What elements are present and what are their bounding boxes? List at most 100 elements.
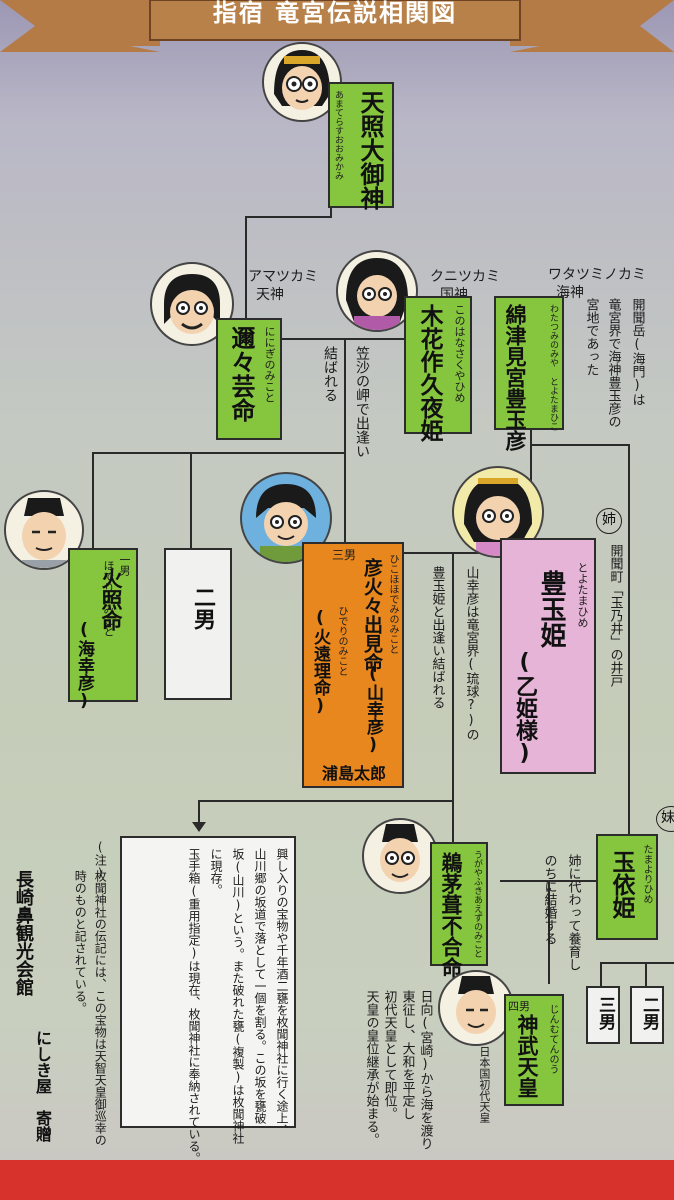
connector [92,452,346,454]
jinmu-reading: じんむてんのう [547,1004,558,1074]
tamayori-box: 玉依姫 たまよりひめ [596,834,658,940]
konohana-reading: このはなさくやひめ [453,304,466,403]
banner-ribbon [0,0,674,52]
hoderi-portrait [4,490,84,570]
footnote-line-2: 時のものと記されている。 [73,870,88,1014]
connector [245,216,247,336]
connector [530,444,630,446]
connector [548,880,550,984]
hohodemi-box: 三男 ひこほほでみのみこと 彦火々出見命 (山幸彦) ひでりのみこと (火遠理命… [302,542,404,788]
footnote-mark: (注) [93,840,108,880]
ugaya-second-son-box: 二男 [630,986,664,1044]
kasasa-label: 笠沙の岬で出逢い [354,346,370,458]
amaterasu-name: 天照大御神 [356,90,384,210]
kaimon-note-3: 宮地であった [583,298,599,376]
ugaya-box: 鵜茅葺不合命 うがやふきあえずのみこと [430,842,488,978]
ugaya-portrait [362,818,438,894]
konohana-box: 木花作久夜姫 このはなさくやひめ [404,296,472,442]
rear-note-2: のちに結婚する [541,854,557,945]
jinmu-caption: 日本国初代天皇 [477,1046,491,1123]
hohodemi-rank: 三男 [332,548,357,562]
jinmu-portrait [438,970,514,1046]
sister-badge: 姉 [596,508,622,534]
hoderi-reading: ほでりのみこと [102,560,115,637]
hohodemi-portrait [240,472,332,564]
jinmu-note-1: 日向(宮崎)から海を渡り [417,990,433,1150]
connector [198,800,454,802]
connector [344,452,346,542]
ugaya-reading: うがやふきあえずのみこと [472,850,482,958]
bottom-frame [0,1160,674,1200]
hoderi-box: 一男 ほでりのみこと 火照命 (海幸彦) [68,548,138,711]
page-title: 指宿 竜宮伝説相関図 [212,0,458,27]
hohodemi-name-2: (火遠理命) [310,608,330,716]
donor-shop: にしき屋 [33,1030,52,1094]
connector [600,962,674,964]
connector [600,962,602,988]
toyotama-meet-note: 豊玉姫と出逢い結ばれる [429,566,445,709]
donor-donated: 寄贈 [33,1110,52,1142]
rear-note-1: 姉に代わって養育し [565,854,581,971]
tamanoi-note: 開聞町「玉乃井」の井戸 [607,544,623,687]
ninigi-reading: ににぎのみこと [263,326,276,403]
kaimon-note-1: 開聞岳(海門)は [629,298,645,406]
watatsumi-deity-kana: ワタツミノカミ [548,267,646,283]
watatsumi-reading: わたつみのみや とよたまひこ [548,304,558,431]
amaterasu-box: 天照大御神 あまてらすおおみかみ [328,82,394,210]
jinmu-note-4: 天皇の皇位継承が始まる。 [363,990,379,1146]
donor-org: 長崎鼻観光会館 [13,870,34,996]
marriage-line [500,880,600,882]
connector [452,552,454,842]
konohana-name: 木花作久夜姫 [416,304,442,442]
hohodemi-alias: (山幸彦) [363,664,383,755]
connector [92,452,94,552]
tamayori-name: 玉依姫 [608,850,634,919]
jinmu-box: 四男 神武天皇 じんむてんのう [504,994,564,1106]
arrow-head [192,822,206,832]
watatsumi-box: 綿津見宮豊玉彦 わたつみのみや とよたまひこ [494,296,564,451]
second-son-name: 二男 [190,586,215,630]
hoderi-alias: (海幸彦) [74,620,94,711]
musubareru-label: 結ばれる [322,346,338,402]
ninigi-name: 邇々芸命 [227,326,255,422]
connector [628,444,630,834]
toyotama-alias: (乙姫様) [512,650,537,766]
toyotama-box: とよたまひめ 豊玉姫 (乙姫様) [500,538,596,774]
treasure-line-3: 坂(山川)という。また破れた甕(複製)は枚聞神社 [231,848,245,1144]
arrow-line [198,800,200,826]
title-banner: 指宿 竜宮伝説相関図 [0,0,674,56]
jinmu-rank: 四男 [508,1000,530,1013]
younger-sister-badge: 妹 [656,806,674,832]
watatsumi-name: 綿津見宮豊玉彦 [503,304,527,451]
treasure-line-4: に現存。 [209,848,223,896]
konohana-deity-kana: クニツカミ [430,269,500,285]
second-son-box: 二男 [164,548,232,700]
jinmu-note-3: 初代天皇として即位。 [381,990,397,1120]
jinmu-name: 神武天皇 [515,1014,539,1098]
ninigi-box: 邇々芸命 ににぎのみこと [216,318,282,440]
ninigi-deity-kana: アマツカミ [248,269,318,285]
connector [344,340,346,452]
kaimon-note-2: 竜宮界で海神豊玉彦の [605,298,621,428]
toyotama-name: 豊玉姫 [536,570,566,648]
ugaya-third-son: 三男 [595,996,615,1030]
footnote-line-1: 枚聞神社の伝記には、この宝物は天智天皇御巡幸の [93,870,108,1146]
ugaya-third-son-box: 三男 [586,986,620,1044]
connector [645,962,647,988]
connector [245,216,332,218]
hohodemi-reading-1: ひこほほでみのみこと [387,554,398,654]
ugaya-second-son: 二男 [639,996,659,1030]
yamasachi-note: 山幸彦は竜宮界(琉球?)の [463,566,479,741]
ninigi-deity-kanji: 天神 [256,287,284,303]
treasure-story-box: 興し入りの宝物や千年酒二甕を枚聞神社に行く途上、 山川郷の坂道で落として一個を割… [120,836,296,1164]
amaterasu-reading: あまてらすおおみかみ [333,90,343,180]
jinmu-note-2: 東征し、大和を平定し [399,990,415,1120]
marriage-line [278,338,408,340]
hohodemi-name: 彦火々出見命 [361,558,383,672]
toyotama-reading: とよたまひめ [576,562,589,628]
treasure-line-1: 興し入りの宝物や千年酒二甕を枚聞神社に行く途上、 [275,848,289,1136]
urashima-name: 浦島太郎 [321,764,386,783]
tamayori-reading: たまよりひめ [641,844,652,904]
treasure-line-2: 山川郷の坂道で落として一個を割る。この坂を甕破 [253,848,267,1124]
hoderi-name: 火照命 [99,568,123,631]
